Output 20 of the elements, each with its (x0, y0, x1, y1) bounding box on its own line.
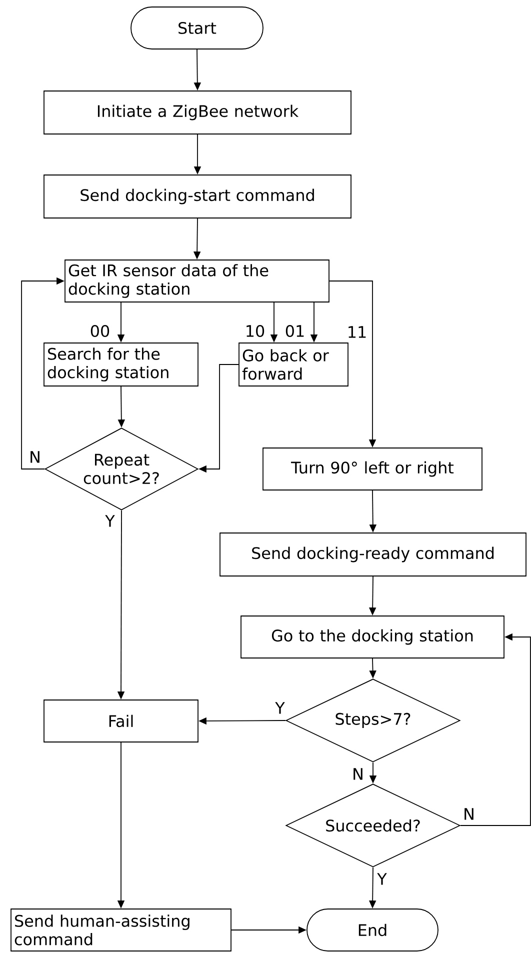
edge-label: 00 (88, 324, 112, 338)
process-box: Turn 90° left or right (262, 448, 482, 490)
process-box: Send docking-ready command (220, 532, 526, 576)
process-box: Initiate a ZigBee network (44, 90, 352, 134)
process-box: Send human-assisting command (10, 908, 232, 952)
edge-label: Y (274, 701, 286, 715)
edge-label: 11 (346, 325, 368, 339)
process-box: Get IR sensor data of the docking station (64, 260, 330, 302)
process-box: Fail (44, 700, 198, 742)
edge-label: N (28, 450, 42, 464)
edge-label: Y (104, 514, 116, 528)
edge-label: 01 (284, 324, 306, 338)
edge-label: Y (376, 872, 388, 886)
edge-label: 10 (244, 324, 266, 338)
process-box: Search for the docking station (44, 342, 198, 386)
edge-label: N (351, 767, 365, 781)
edge-label: N (462, 807, 476, 821)
process-box: Send docking-start command (44, 174, 352, 218)
process-box: Go to the docking station (240, 616, 504, 658)
process-box: Go back or forward (238, 342, 348, 386)
